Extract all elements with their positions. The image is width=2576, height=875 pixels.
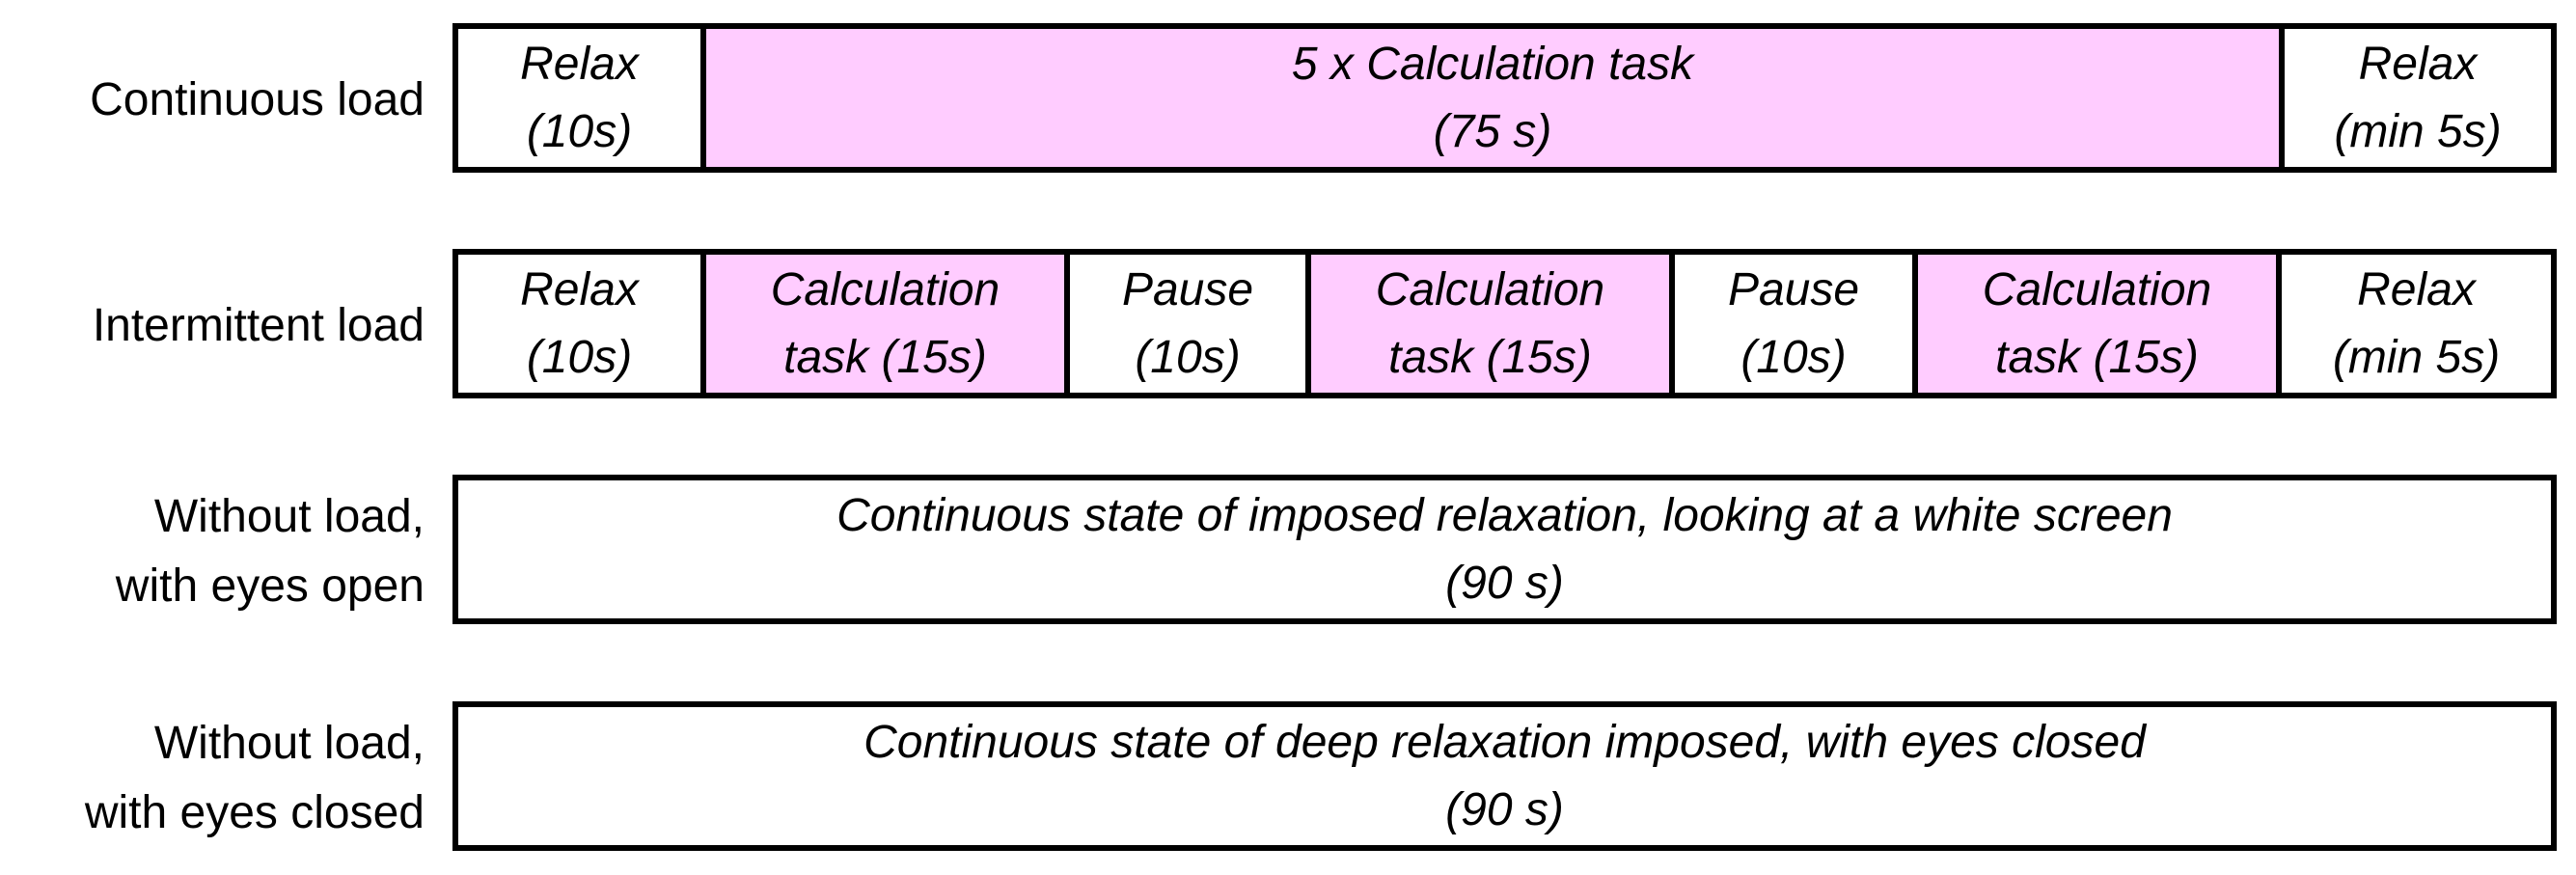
segment-pause-1: Pause (10s) (1070, 255, 1311, 393)
row-label-continuous-load: Continuous load (90, 74, 425, 125)
segment-relax-end: Relax (min 5s) (2285, 29, 2551, 167)
segment-calculation-task-2: Calculation task (15s) (1311, 255, 1675, 393)
timeline-bar-eyes-closed: Continuous state of deep relaxation impo… (452, 701, 2557, 851)
segment-pause-2: Pause (10s) (1675, 255, 1918, 393)
segment-calculation-task-1: Calculation task (15s) (706, 255, 1070, 393)
segment-relax-end: Relax (min 5s) (2282, 255, 2551, 393)
segment-relax: Relax (10s) (458, 255, 706, 393)
segment-relaxation-eyes-closed: Continuous state of deep relaxation impo… (458, 707, 2551, 845)
segment-calculation-task: 5 x Calculation task (75 s) (706, 29, 2285, 167)
timeline-bar-intermittent-load: Relax (10s) Calculation task (15s) Pause… (452, 249, 2557, 398)
timeline-bar-eyes-open: Continuous state of imposed relaxation, … (452, 475, 2557, 624)
segment-relax: Relax (10s) (458, 29, 706, 167)
row-label-eyes-closed: Without load, with eyes closed (84, 718, 425, 838)
segment-relaxation-eyes-open: Continuous state of imposed relaxation, … (458, 480, 2551, 618)
timeline-bar-continuous-load: Relax (10s) 5 x Calculation task (75 s) … (452, 23, 2557, 173)
segment-calculation-task-3: Calculation task (15s) (1918, 255, 2282, 393)
row-label-eyes-open: Without load, with eyes open (115, 491, 425, 612)
row-label-intermittent-load: Intermittent load (92, 300, 425, 351)
